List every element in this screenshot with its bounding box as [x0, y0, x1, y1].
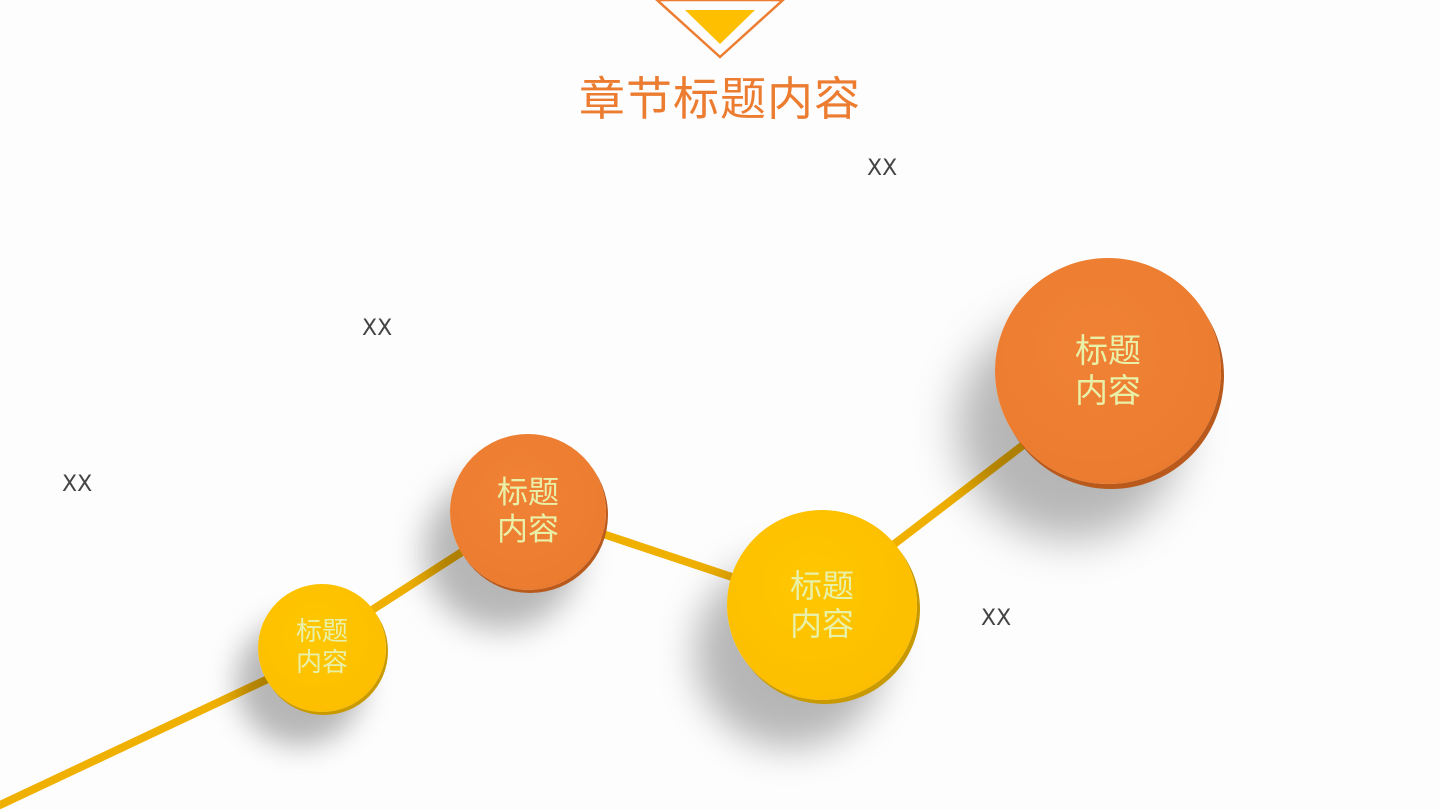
connector-line-2-3 — [596, 529, 739, 582]
annotation-xx-3: XX — [867, 156, 898, 181]
top-triangle-outline — [655, 0, 785, 59]
step-circle-3-line2: 内容 — [789, 605, 854, 643]
step-circle-3: 标题 内容 — [727, 510, 917, 700]
step-circle-2-line1: 标题 — [497, 474, 559, 511]
step-circle-1-line1: 标题 — [295, 616, 348, 647]
connector-line-1-2 — [368, 546, 469, 614]
step-circle-4-line2: 内容 — [1075, 371, 1141, 410]
step-circle-4: 标题 内容 — [995, 258, 1221, 484]
step-circle-1: 标题 内容 — [258, 584, 386, 712]
step-circle-3-line1: 标题 — [789, 566, 854, 605]
step-circle-2: 标题 内容 — [450, 434, 606, 590]
connector-line-3-4 — [889, 442, 1026, 549]
step-circle-3-label: 标题 内容 — [790, 567, 854, 644]
step-circle-1-line2: 内容 — [295, 648, 348, 678]
step-circle-2-line2: 内容 — [497, 512, 559, 548]
annotation-xx-1: XX — [62, 472, 93, 497]
annotation-xx-2: XX — [362, 316, 393, 341]
connector-line-start — [0, 674, 274, 809]
page-title: 章节标题内容 — [579, 72, 861, 126]
step-circle-1-label: 标题 内容 — [296, 617, 348, 679]
step-circle-2-label: 标题 内容 — [497, 475, 559, 549]
step-circle-4-label: 标题 内容 — [1075, 331, 1141, 410]
annotation-xx-4: XX — [981, 606, 1012, 631]
top-triangle-fill — [685, 10, 755, 44]
step-circle-4-line1: 标题 — [1075, 331, 1141, 371]
